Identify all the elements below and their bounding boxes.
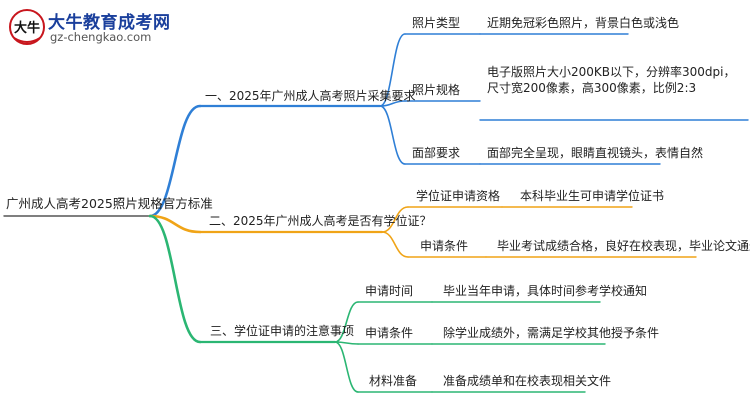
branch-1-topic-2: 照片规格	[412, 83, 461, 97]
connector-branch-1-child-2	[379, 100, 406, 107]
branch-1-topic-1: 照片类型	[412, 16, 461, 30]
svg-text:大牛: 大牛	[14, 20, 40, 36]
connector-branch-3-child-3	[334, 341, 359, 393]
logo-url: gz-chengkao.com	[50, 30, 152, 44]
site-logo: 大牛 大牛教育成考网 gz-chengkao.com	[4, 6, 194, 50]
branch-2-topic-1: 学位证申请资格	[416, 189, 501, 203]
connector-branch-2-child-1	[381, 206, 409, 233]
branch-2-label: 二、2025年广州成人高考是否有学位证？	[209, 214, 432, 228]
branch-1-detail-1: 近期免冠彩色照片，背景白色或浅色	[487, 16, 680, 30]
branch-3-detail-1: 毕业当年申请，具体时间参考学校通知	[443, 284, 648, 298]
connector-branch-2-child-2	[381, 231, 409, 258]
branch-2-detail-1: 本科毕业生可申请学位证书	[520, 189, 665, 203]
connector-root-branch-1	[148, 104, 202, 218]
branch-1-detail-3: 面部完全呈现，眼睛直视镜头，表情自然	[487, 146, 704, 160]
connector-branch-1-child-1	[379, 33, 406, 107]
branch-3-topic-3: 材料准备	[369, 374, 418, 388]
connector-branch-3-child-1	[334, 301, 359, 343]
connector-root-branch-3	[148, 214, 202, 344]
branch-2-topic-2: 申请条件	[420, 239, 469, 253]
logo-title: 大牛教育成考网	[48, 13, 171, 33]
branch-2-detail-2: 毕业考试成绩合格，良好在校表现，毕业论文通过审核	[497, 239, 750, 253]
branch-3-label: 三、学位证申请的注意事项	[210, 324, 355, 338]
root-topic: 广州成人高考2025照片规格官方标准	[6, 196, 213, 211]
branch-1-topic-3: 面部要求	[412, 146, 461, 160]
connector-branch-1-child-3	[379, 105, 406, 165]
branch-3-topic-2: 申请条件	[365, 326, 414, 340]
branch-3-topic-1: 申请时间	[365, 284, 414, 298]
branch-3-detail-2: 除学业成绩外，需满足学校其他授予条件	[443, 326, 660, 340]
branch-1-label: 一、2025年广州成人高考照片采集要求	[205, 89, 416, 103]
branch-1-detail-2: 电子版照片大小200KB以下，分辨率300dpi，尺寸宽200像素，高300像素…	[487, 65, 736, 95]
connector-root-branch-2	[148, 214, 202, 234]
branch-3-detail-3: 准备成绩单和在校表现相关文件	[443, 374, 612, 388]
logo-mark-icon: 大牛	[9, 9, 45, 45]
